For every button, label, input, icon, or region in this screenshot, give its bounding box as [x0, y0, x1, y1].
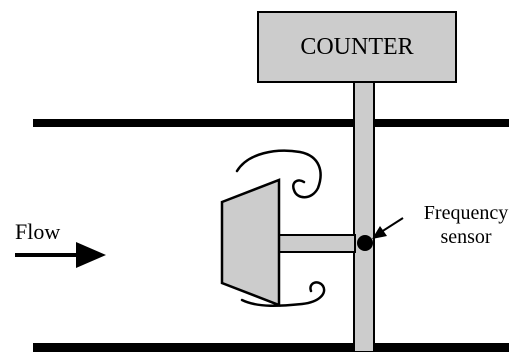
counter-label: COUNTER	[300, 34, 413, 60]
sensor-arrowhead	[372, 226, 387, 239]
turbine-rotor	[220, 178, 281, 307]
flow-label: Flow	[15, 219, 60, 244]
pipe-bottom-wall	[33, 343, 509, 352]
flow-arrowhead	[76, 242, 106, 268]
counter-box	[257, 11, 457, 83]
pipe-top-wall	[33, 119, 509, 127]
frequency-sensor-dot	[357, 235, 373, 251]
swirl-bottom	[240, 281, 326, 307]
rotor-shaft	[277, 234, 356, 253]
vertical-shaft	[353, 81, 375, 352]
swirl-top	[235, 149, 322, 199]
frequency-sensor-label-line2: sensor	[440, 226, 491, 248]
frequency-sensor-label-line1: Frequency	[424, 202, 508, 224]
